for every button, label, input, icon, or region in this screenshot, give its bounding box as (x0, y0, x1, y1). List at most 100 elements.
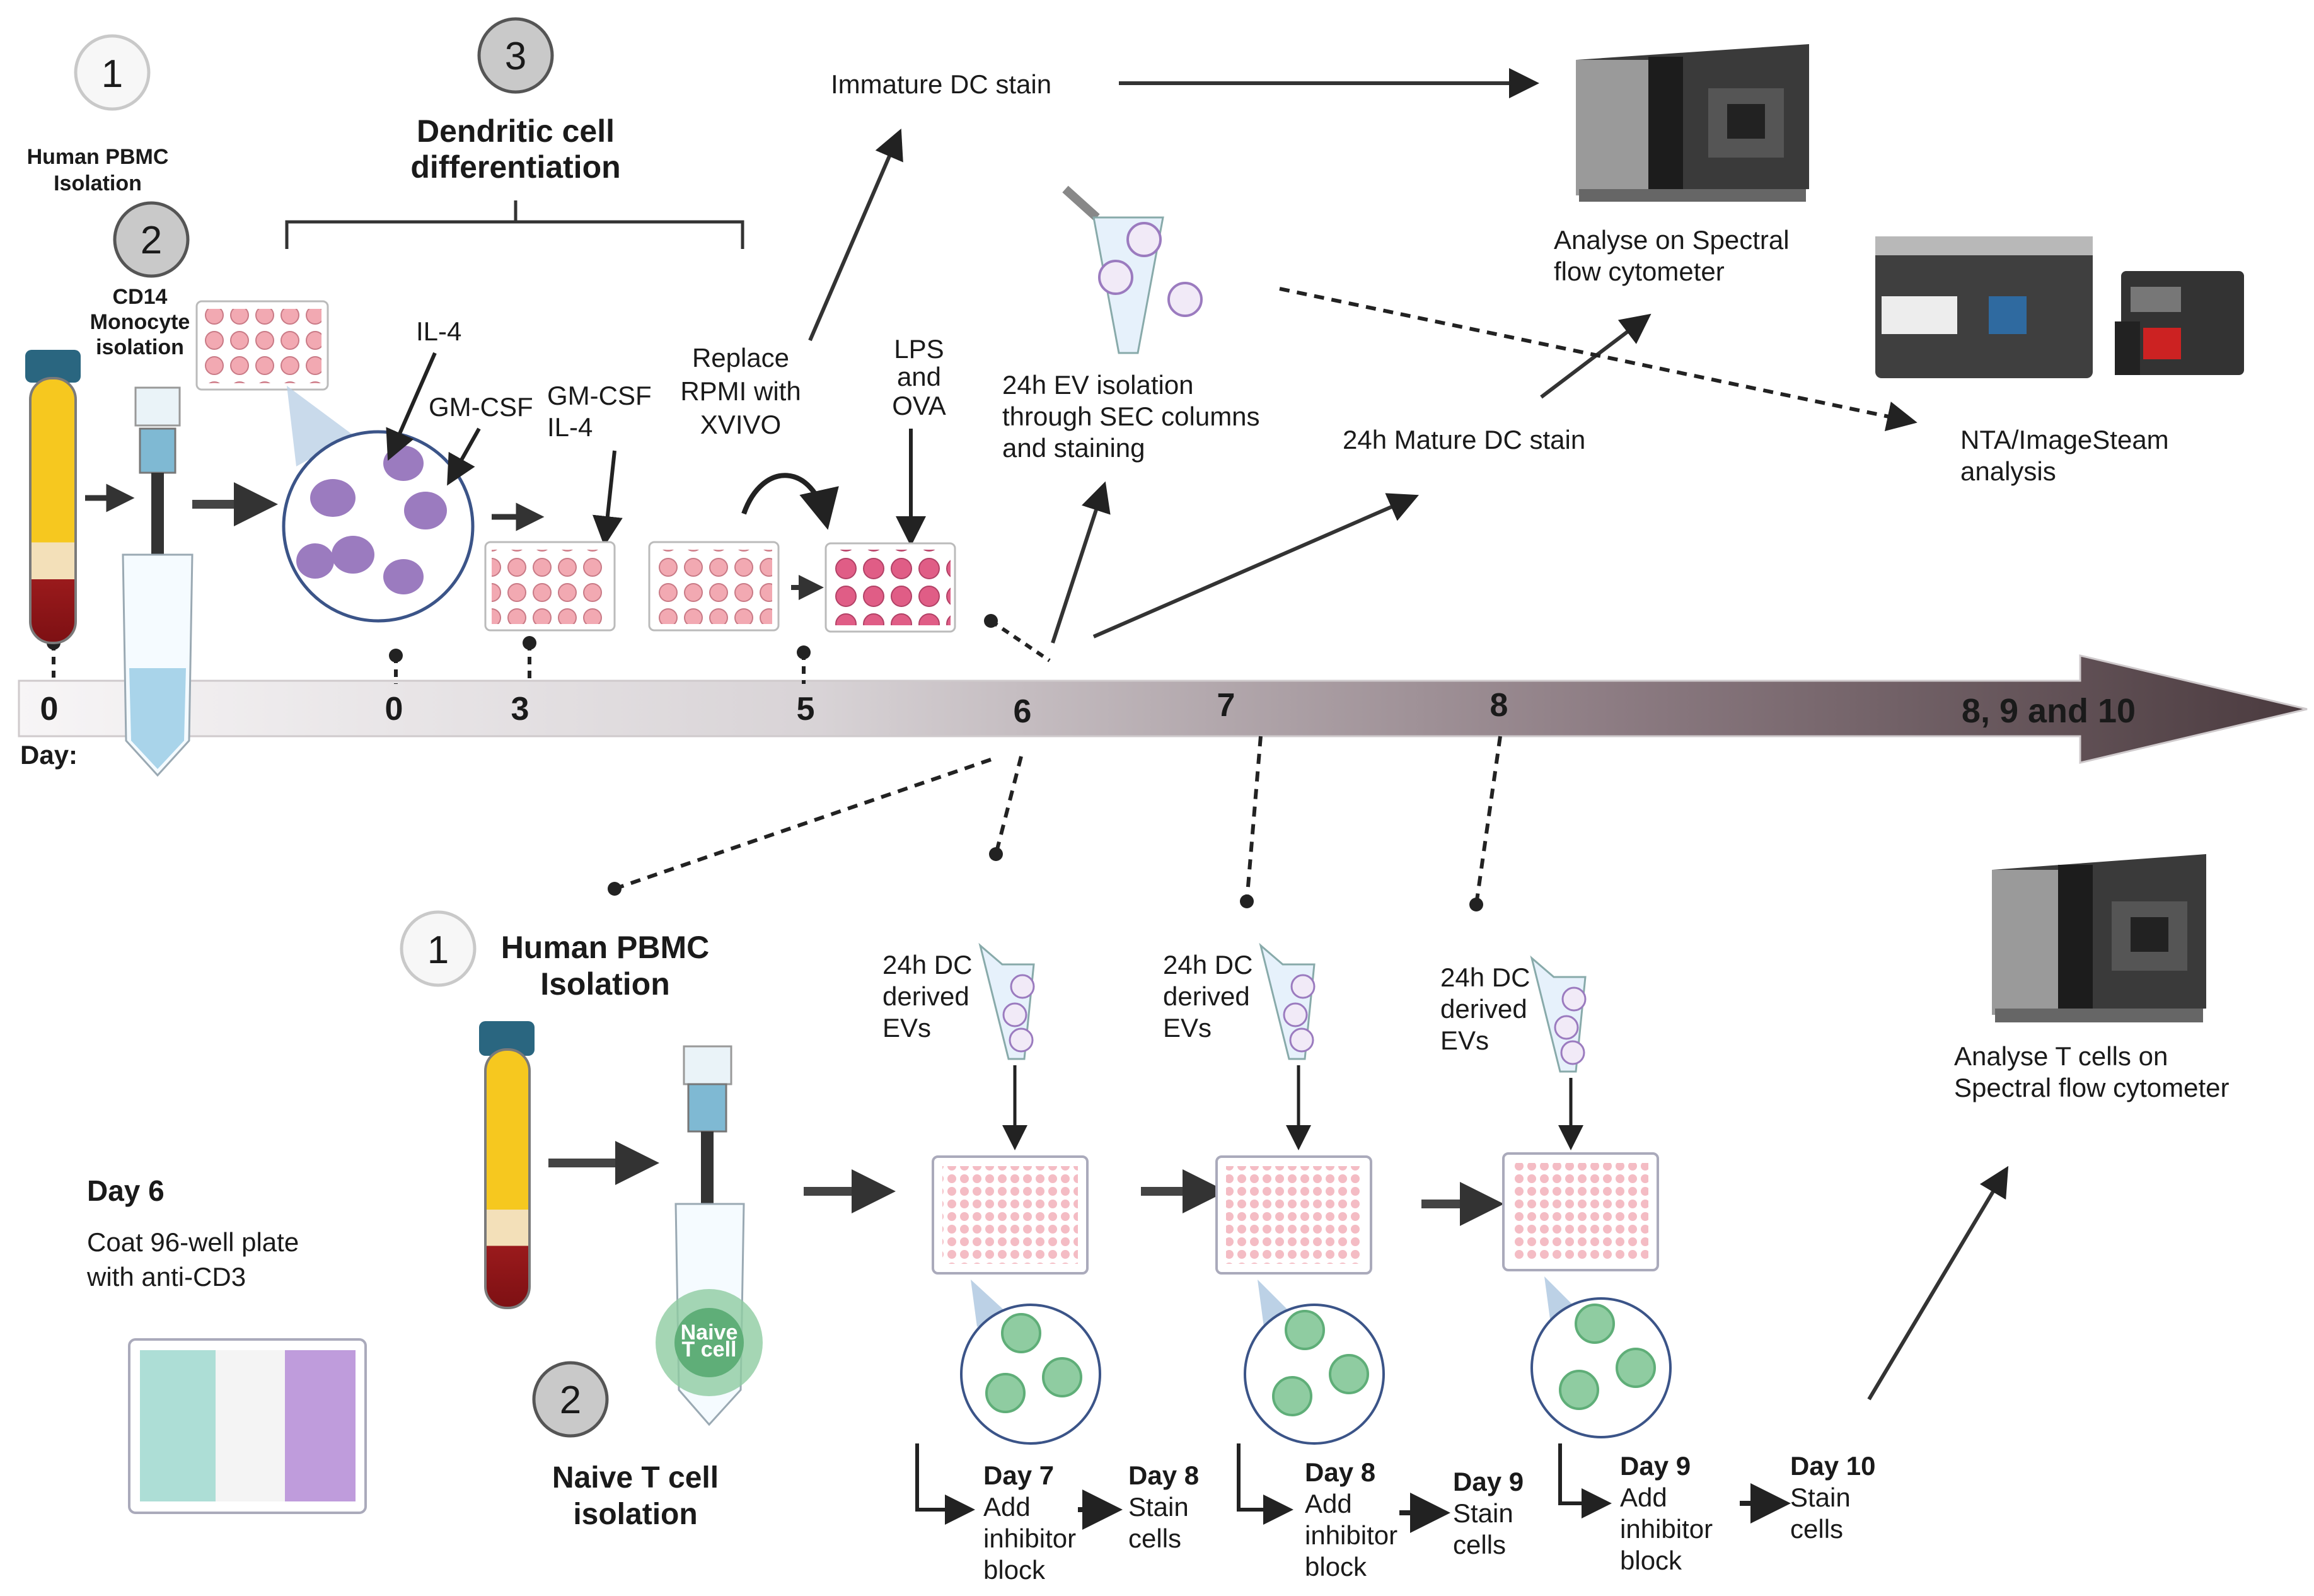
coculture-column-1: 24h DC derived EVs (882, 942, 1101, 1445)
gmcsf-label: GM-CSF (429, 392, 533, 422)
zoom-cone-top (287, 386, 353, 466)
step-2-badge-bottom: 2 (532, 1361, 609, 1438)
tick-day-8: 8 (1490, 687, 1508, 724)
day6-title: Day 6 (87, 1174, 165, 1207)
svg-text:Day 8: Day 8 (1128, 1460, 1199, 1490)
svg-text:block: block (1305, 1552, 1367, 1582)
step-1-label-bottom-2: Isolation (540, 966, 670, 1002)
step-1-label-bottom: Human PBMC (501, 930, 710, 965)
dotted-ev-to-nta (1279, 287, 1918, 432)
step-day7: Day 7 Add inhibitor block (983, 1460, 1076, 1585)
step-1-badge-bottom: 1 (400, 910, 477, 987)
step-day8-stain: Day 8 Stain cells (1128, 1460, 1199, 1553)
ev-isolation-label: 24h EV isolation (1002, 370, 1194, 400)
step-2-label-top-3: isolation (96, 335, 184, 359)
svg-text:Day 7: Day 7 (983, 1460, 1054, 1490)
gmcsf-il4-label: GM-CSF (547, 381, 652, 410)
step-2-label-bottom: Naive T cell (552, 1461, 719, 1495)
lps-label-2: and (897, 362, 941, 391)
replace-label-2: RPMI with (680, 376, 801, 406)
svg-text:2: 2 (560, 1379, 581, 1422)
spectral-cytometer-bottom (1992, 854, 2206, 1022)
replace-curve-arrow (741, 473, 839, 530)
tick-day-5: 5 (797, 691, 815, 727)
culture-plate-day5a (648, 541, 780, 632)
timeline-day-label: Day: (20, 740, 78, 770)
tcell-cytometer-label: Analyse T cells on (1954, 1041, 2168, 1071)
arrow-to-tcell-cytometer (1867, 1165, 2009, 1401)
step-2-label-top: CD14 (113, 285, 168, 309)
svg-text:block: block (983, 1555, 1046, 1585)
mature-stain-label: 24h Mature DC stain (1343, 425, 1585, 454)
tick-day-3: 3 (511, 691, 529, 727)
svg-text:3: 3 (505, 35, 526, 78)
column-falcon-tube-top (122, 386, 194, 777)
il4-label: IL-4 (416, 316, 461, 346)
svg-text:1: 1 (101, 52, 123, 96)
timeline-arrow (18, 654, 2308, 764)
svg-text:cells: cells (1453, 1530, 1506, 1559)
step-1-label-top: Human PBMC (27, 145, 169, 169)
replace-label-3: XVIVO (700, 410, 781, 439)
svg-text:Day 9: Day 9 (1620, 1451, 1691, 1481)
spectral-label-2: flow cytometer (1554, 257, 1725, 286)
svg-text:inhibitor: inhibitor (983, 1524, 1076, 1553)
coculture-column-2: 24h DC derived EVs (1163, 942, 1385, 1445)
svg-text:1: 1 (427, 928, 449, 972)
ev-isolation-label-2: through SEC columns (1002, 402, 1260, 431)
step-day9-inhibitor: Day 9 Add inhibitor block (1620, 1451, 1713, 1575)
cell-zoom-circle (282, 430, 475, 623)
svg-text:Add: Add (1620, 1483, 1667, 1512)
tick-day-7: 7 (1217, 687, 1235, 724)
step-3-label: Dendritic cell (417, 113, 615, 149)
svg-text:Day 8: Day 8 (1305, 1457, 1375, 1487)
spectral-label: Analyse on Spectral (1554, 225, 1790, 255)
step-3-bracket (285, 200, 744, 249)
naive-tcell-badge: Naive T cell (656, 1289, 763, 1396)
step-day8-inhibitor: Day 8 Add inhibitor block (1305, 1457, 1397, 1582)
ev-label-1: 24h DC (882, 950, 972, 980)
day6-text: Coat 96-well plate (87, 1227, 299, 1257)
ev-label-2-2: derived (1163, 981, 1250, 1011)
svg-text:Stain: Stain (1128, 1492, 1189, 1522)
svg-text:block: block (1620, 1546, 1682, 1575)
tick-day-0a: 0 (40, 691, 59, 727)
il4-arrow (386, 352, 437, 461)
step-3-label-2: differentiation (410, 149, 620, 185)
svg-text:cells: cells (1790, 1514, 1843, 1544)
step-2-label-bottom-2: isolation (573, 1498, 697, 1531)
bottom-branch-lines (608, 736, 1502, 911)
svg-text:Day 10: Day 10 (1790, 1451, 1875, 1481)
culture-plate-24-top (195, 300, 329, 391)
gmcsf-il4-label-2: IL-4 (547, 412, 593, 442)
nta-imagestream-instruments (1875, 236, 2244, 378)
ev-tube-icon-top (1062, 185, 1203, 354)
svg-text:inhibitor: inhibitor (1620, 1514, 1713, 1544)
step-3-badge: 3 (477, 17, 554, 94)
ev-label-1-3: EVs (882, 1013, 931, 1043)
day6-text-2: with anti-CD3 (86, 1262, 246, 1292)
spectral-cytometer-top (1576, 44, 1809, 202)
tick-day-0b: 0 (385, 691, 403, 727)
sequence-elbows (915, 1443, 1791, 1533)
svg-text:Stain: Stain (1790, 1483, 1851, 1512)
blood-tube-top (25, 350, 81, 644)
svg-text:Add: Add (983, 1492, 1031, 1522)
lps-label-3: OVA (892, 391, 946, 420)
gmcsf-il4-arrow (592, 450, 623, 546)
ev-label-3-3: EVs (1440, 1026, 1489, 1055)
step-2-label-top-2: Monocyte (90, 310, 190, 334)
ev-label-3: 24h DC (1440, 963, 1530, 992)
svg-text:Day 9: Day 9 (1453, 1467, 1524, 1496)
arrow-to-immature-stain (808, 128, 903, 342)
coculture-column-3: 24h DC derived EVs (1440, 955, 1672, 1438)
svg-text:Naive: Naive (681, 1321, 738, 1344)
ev-isolation-label-3: and staining (1002, 433, 1145, 463)
nta-label: NTA/ImageSteam (1960, 425, 2169, 454)
svg-text:inhibitor: inhibitor (1305, 1520, 1397, 1550)
step-1-badge-top: 1 (74, 34, 151, 111)
svg-text:Stain: Stain (1453, 1498, 1513, 1528)
gmcsf-arrow (447, 427, 481, 486)
ev-label-2-3: EVs (1163, 1013, 1212, 1043)
